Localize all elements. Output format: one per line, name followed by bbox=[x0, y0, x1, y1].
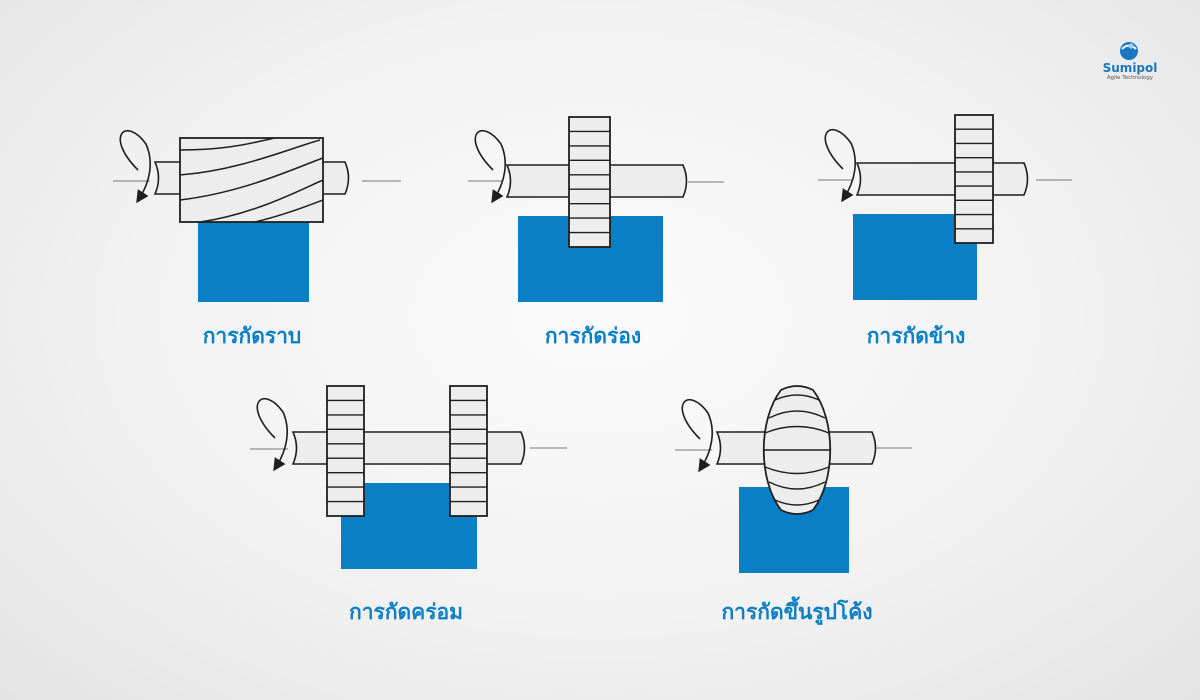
brand-name: Sumipol bbox=[1102, 61, 1158, 75]
convex-form-cutter bbox=[762, 385, 832, 515]
cutter-body bbox=[954, 114, 994, 244]
cutter-body bbox=[568, 116, 611, 248]
caption-side-milling: การกัดข้าง bbox=[866, 324, 966, 348]
caption-form-milling: การกัดขึ้นรูปโค้ง bbox=[721, 600, 873, 624]
rotation-arrow-icon bbox=[474, 130, 507, 204]
rotation-arrow-icon bbox=[119, 130, 152, 204]
form-milling-figure bbox=[675, 385, 912, 573]
rotation-arrow-icon bbox=[824, 129, 857, 203]
plain-milling-figure bbox=[113, 130, 401, 302]
straddle-milling-figure bbox=[250, 385, 567, 569]
arbor-shaft bbox=[855, 162, 1029, 196]
caption-slot-milling: การกัดร่อง bbox=[544, 324, 642, 348]
cutter-body bbox=[449, 385, 488, 517]
brand-logo-icon bbox=[1120, 42, 1138, 60]
brand-tagline: Agile Technology bbox=[1106, 75, 1154, 81]
side-milling-figure bbox=[818, 114, 1072, 300]
cutter-body bbox=[326, 385, 365, 517]
disc-cutter-right bbox=[449, 385, 488, 517]
rotation-arrow-icon bbox=[681, 399, 714, 473]
disc-cutter bbox=[954, 114, 994, 244]
slab-cutter bbox=[179, 137, 324, 223]
slot-milling-figure bbox=[468, 116, 724, 302]
brand-logo: Sumipol Agile Technology bbox=[1090, 40, 1170, 82]
caption-plain-milling: การกัดราบ bbox=[202, 324, 302, 348]
caption-straddle-milling: การกัดคร่อม bbox=[349, 600, 463, 624]
disc-cutter bbox=[568, 116, 611, 248]
workpiece bbox=[198, 222, 309, 302]
rotation-arrow-icon bbox=[256, 398, 289, 472]
disc-cutter-left bbox=[326, 385, 365, 517]
